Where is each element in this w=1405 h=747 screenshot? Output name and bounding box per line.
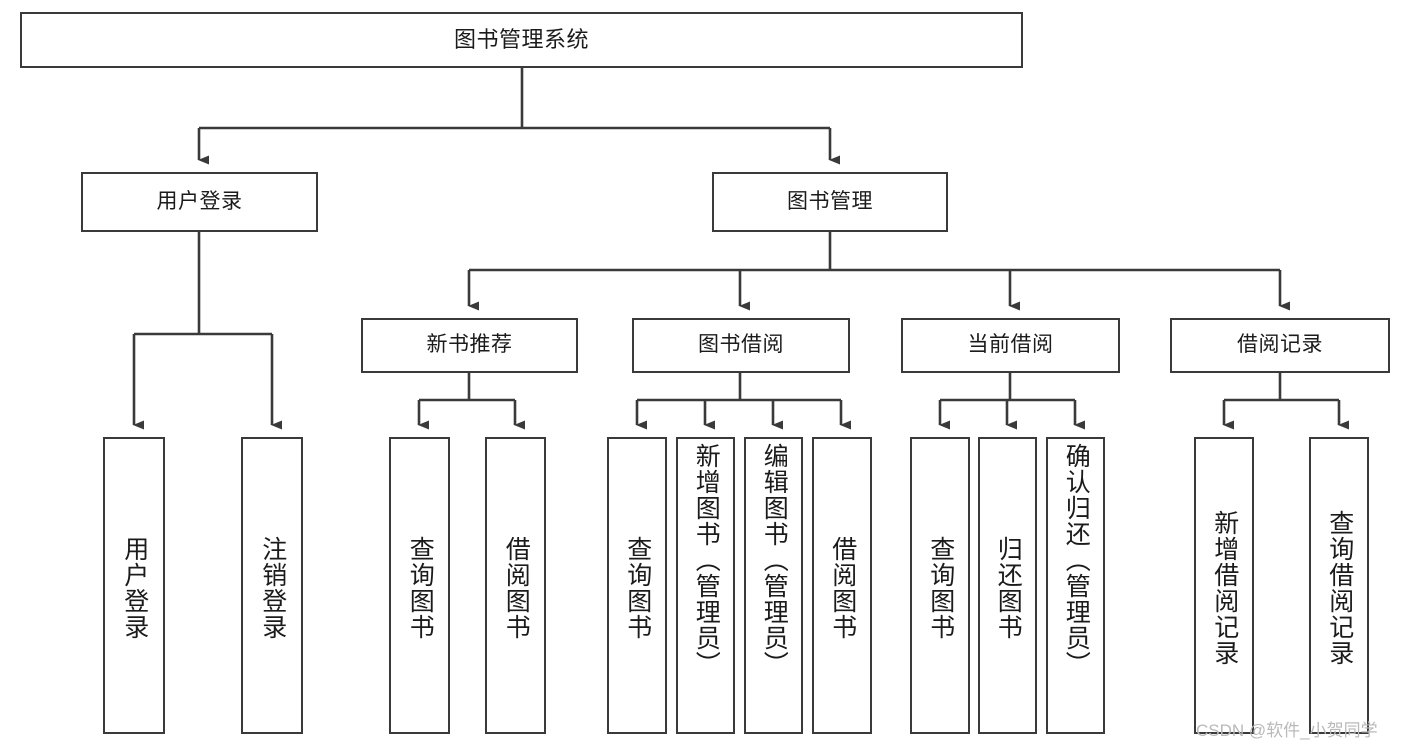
leaf-user-login-1-label: 注销登录	[258, 535, 287, 640]
leaf-current-borrow-1-label: 归还图书	[994, 535, 1023, 640]
leaf-book-borrow-3-label: 借阅图书	[828, 535, 857, 640]
leaf-new-book-rec-0-label: 查询图书	[406, 535, 435, 640]
leaf-current-borrow-1[interactable]: 归还图书	[978, 437, 1037, 734]
leaf-current-borrow-2-label: 确认归还（管理员）	[1062, 443, 1091, 677]
node-current-borrow-label: 当前借阅	[967, 333, 1054, 357]
node-borrow-record[interactable]: 借阅记录	[1170, 318, 1390, 373]
leaf-borrow-record-1-label: 查询借阅记录	[1325, 509, 1354, 666]
node-book-borrow[interactable]: 图书借阅	[632, 318, 850, 373]
leaf-current-borrow-2[interactable]: 确认归还（管理员）	[1046, 437, 1105, 734]
leaf-user-login-0-label: 用户登录	[120, 535, 149, 640]
leaf-book-borrow-1[interactable]: 新增图书（管理员）	[676, 437, 735, 734]
leaf-book-borrow-1-label: 新增图书（管理员）	[692, 443, 721, 677]
leaf-book-borrow-3[interactable]: 借阅图书	[812, 437, 872, 734]
csdn-watermark: CSDN @软件_小贺同学	[1196, 721, 1378, 740]
node-borrow-record-label: 借阅记录	[1237, 333, 1323, 357]
leaf-book-borrow-2[interactable]: 编辑图书（管理员）	[744, 437, 803, 734]
leaf-user-login-0[interactable]: 用户登录	[103, 437, 165, 734]
leaf-current-borrow-0-label: 查询图书	[926, 535, 955, 640]
leaf-book-borrow-0[interactable]: 查询图书	[607, 437, 667, 734]
leaf-book-borrow-0-label: 查询图书	[623, 535, 652, 640]
leaf-borrow-record-0[interactable]: 新增借阅记录	[1194, 437, 1254, 734]
node-new-book-recommend[interactable]: 新书推荐	[361, 318, 578, 373]
leaf-borrow-record-1[interactable]: 查询借阅记录	[1309, 437, 1369, 734]
node-user-login[interactable]: 用户登录	[81, 172, 318, 232]
node-root-system[interactable]: 图书管理系统	[20, 12, 1023, 68]
leaf-current-borrow-0[interactable]: 查询图书	[910, 437, 970, 734]
node-book-borrow-label: 图书借阅	[698, 333, 784, 357]
leaf-new-book-rec-1-label: 借阅图书	[502, 535, 531, 640]
node-current-borrow[interactable]: 当前借阅	[901, 318, 1120, 373]
leaf-user-login-1[interactable]: 注销登录	[241, 437, 303, 734]
node-root-system-label: 图书管理系统	[453, 27, 589, 53]
node-book-manage-label: 图书管理	[787, 189, 873, 213]
leaf-new-book-rec-0[interactable]: 查询图书	[389, 437, 450, 734]
node-user-login-label: 用户登录	[156, 189, 243, 213]
node-book-manage[interactable]: 图书管理	[712, 172, 948, 232]
node-new-book-recommend-label: 新书推荐	[426, 333, 513, 357]
leaf-new-book-rec-1[interactable]: 借阅图书	[485, 437, 546, 734]
leaf-book-borrow-2-label: 编辑图书（管理员）	[760, 443, 789, 677]
leaf-borrow-record-0-label: 新增借阅记录	[1210, 509, 1239, 666]
